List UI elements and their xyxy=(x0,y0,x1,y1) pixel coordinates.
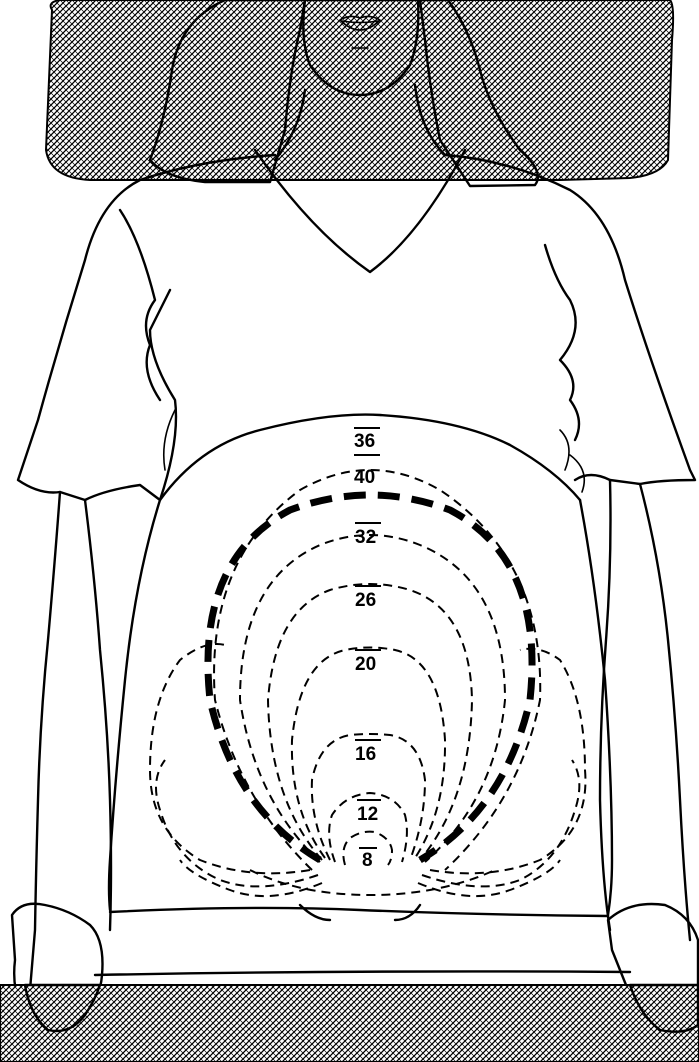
label-week-12: 12 xyxy=(357,804,378,825)
left-side-lobe-outer xyxy=(180,860,322,896)
label-overbars xyxy=(354,428,381,848)
right-sleeve-crease xyxy=(545,245,579,440)
label-week-32: 32 xyxy=(355,527,376,548)
table-surface xyxy=(0,985,699,1062)
label-week-40: 40 xyxy=(354,467,375,488)
label-week-16: 16 xyxy=(355,744,376,765)
left-sleeve-crease xyxy=(120,210,160,400)
right-side-lobe-outer xyxy=(418,860,560,896)
abdomen-left-edge xyxy=(109,500,160,910)
lap-line xyxy=(95,971,630,975)
left-arm xyxy=(30,492,111,1032)
label-week-26: 26 xyxy=(355,590,376,611)
right-arm xyxy=(600,480,690,940)
label-week-36: 36 xyxy=(354,431,375,452)
label-week-20: 20 xyxy=(355,654,376,675)
abdomen-right-edge xyxy=(580,500,612,915)
waistband xyxy=(110,908,608,916)
label-week-8: 8 xyxy=(362,850,373,871)
pillow xyxy=(46,0,673,180)
